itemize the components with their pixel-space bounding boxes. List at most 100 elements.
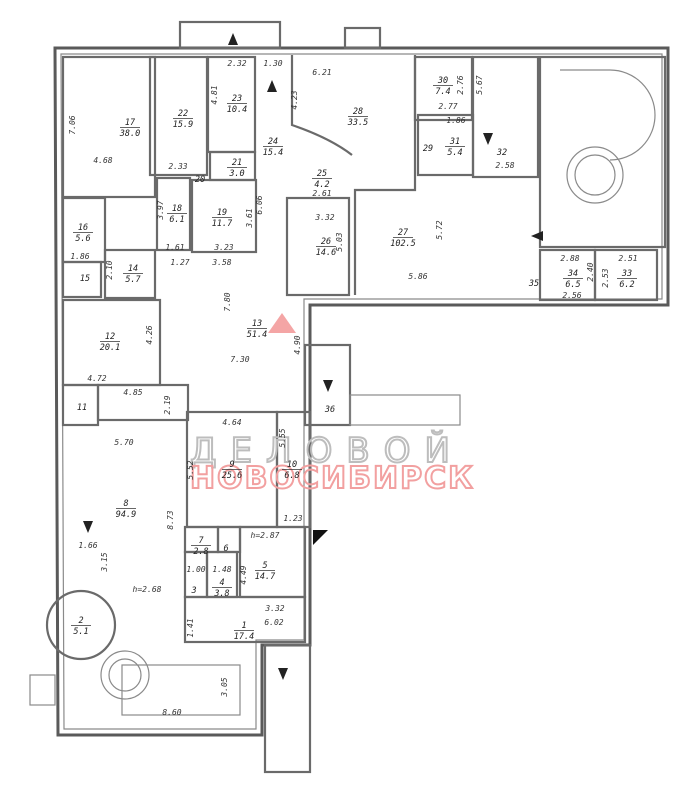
entry-arrows <box>83 33 543 680</box>
room-number: 1 <box>241 621 246 631</box>
room-5: 514.7 <box>255 561 276 582</box>
dimension-label: 2.51 <box>618 254 637 263</box>
dimension-label: 2.19 <box>163 395 172 414</box>
room-number: 20 <box>195 175 205 185</box>
room-number: 34 <box>567 269 578 279</box>
roof-box <box>343 26 382 50</box>
dimension-label: 5.72 <box>435 220 444 239</box>
room-36: 36 <box>324 405 335 415</box>
dimension-label: 1.61 <box>165 243 184 252</box>
dimension-label: 1.86 <box>70 252 89 261</box>
bay-window <box>560 69 656 161</box>
room-1: 117.4 <box>234 621 254 642</box>
room-number: 2 <box>78 616 83 626</box>
room-area: 6.2 <box>619 280 634 290</box>
room-area: 4.2 <box>314 180 329 190</box>
room-area: 15.9 <box>173 120 193 130</box>
room-number: 19 <box>217 208 227 218</box>
room-28-wall <box>290 55 417 295</box>
arrow-icon <box>531 231 543 241</box>
room-number: 6 <box>223 544 228 554</box>
room-partition <box>216 525 242 554</box>
dimension-label: 7.80 <box>223 292 232 311</box>
room-number: 25 <box>317 169 327 179</box>
lower-stairwell <box>263 643 312 774</box>
room-area: 7.4 <box>435 87 450 97</box>
room-number: 26 <box>321 237 331 247</box>
dimension-label: 2.58 <box>495 161 514 170</box>
room-partition <box>471 55 540 179</box>
walls <box>29 20 670 774</box>
dimension-label: 4.85 <box>123 388 142 397</box>
room-number: 15 <box>80 274 90 284</box>
dimension-label: 1.23 <box>283 514 302 523</box>
pool-round-inner <box>108 658 142 692</box>
room-labels: 117.425.1343.8514.7672.8894.9925.6106.81… <box>71 76 637 642</box>
room-area: 5.7 <box>125 275 141 285</box>
room-number: 27 <box>398 228 409 238</box>
room-9: 925.6 <box>222 460 242 481</box>
dimension-label: 4.23 <box>290 90 299 109</box>
dimension-label: 2.33 <box>168 162 187 171</box>
dimension-label: 1.41 <box>186 618 195 637</box>
room-number: 10 <box>287 460 297 470</box>
room-number: 30 <box>437 76 448 86</box>
room-number: 22 <box>178 109 188 119</box>
room-partition <box>285 196 351 297</box>
arrow-icon <box>228 33 238 45</box>
dimension-label: 5.55 <box>278 428 287 447</box>
room-area: 5.1 <box>73 627 88 637</box>
room-number: 33 <box>621 269 632 279</box>
room-area: 11.7 <box>212 219 233 229</box>
room-partition <box>183 595 307 644</box>
dimension-label: 3.61 <box>245 208 254 228</box>
building-outline <box>53 46 670 737</box>
room-8: 894.9 <box>116 499 136 520</box>
rotunda-inner <box>574 154 616 196</box>
dimension-label: 7.06 <box>68 115 77 134</box>
room-number: 18 <box>172 204 182 214</box>
dimension-label: 8.60 <box>162 708 181 717</box>
dimension-label: 8.73 <box>166 510 175 529</box>
room-area: 5.4 <box>447 148 462 158</box>
outer-wall-inner-line <box>60 53 663 730</box>
room-partitions <box>61 55 667 644</box>
door-marker-icon <box>313 530 328 545</box>
room-number: 16 <box>78 223 88 233</box>
dimension-label: 2.32 <box>227 59 246 68</box>
room-area: 2.8 <box>193 547 208 557</box>
room-partition <box>61 55 157 199</box>
pool <box>121 664 241 716</box>
dimension-label: 1.00 <box>186 565 205 574</box>
room-partition <box>593 248 659 302</box>
room-31: 315.4 <box>445 137 465 158</box>
room-number: 24 <box>268 137 278 147</box>
room-area: 6.5 <box>565 280 580 290</box>
room-number: 4 <box>219 578 224 588</box>
dimension-label: 3.58 <box>211 258 231 267</box>
room-area: 14.6 <box>316 248 336 258</box>
dimension-label: 1.86 <box>446 116 465 125</box>
dimension-label: 4.90 <box>293 335 302 354</box>
room-area: 94.9 <box>116 510 136 520</box>
room-2: 25.1 <box>71 616 91 637</box>
room-partition <box>538 55 667 249</box>
room-area: 6.1 <box>169 215 184 225</box>
ceiling-heights: h=2.87 h=2.68 <box>133 531 280 594</box>
room-20: 20 <box>195 175 205 185</box>
side-porch <box>29 674 56 706</box>
watermark-line1: ДЕЛОВОЙ <box>190 430 464 471</box>
dimension-label: 5.03 <box>335 232 344 251</box>
room-7: 72.8 <box>191 536 211 557</box>
stair-landing <box>349 394 461 426</box>
stairwell-36 <box>303 343 352 427</box>
dimension-label: 2.53 <box>601 268 610 287</box>
